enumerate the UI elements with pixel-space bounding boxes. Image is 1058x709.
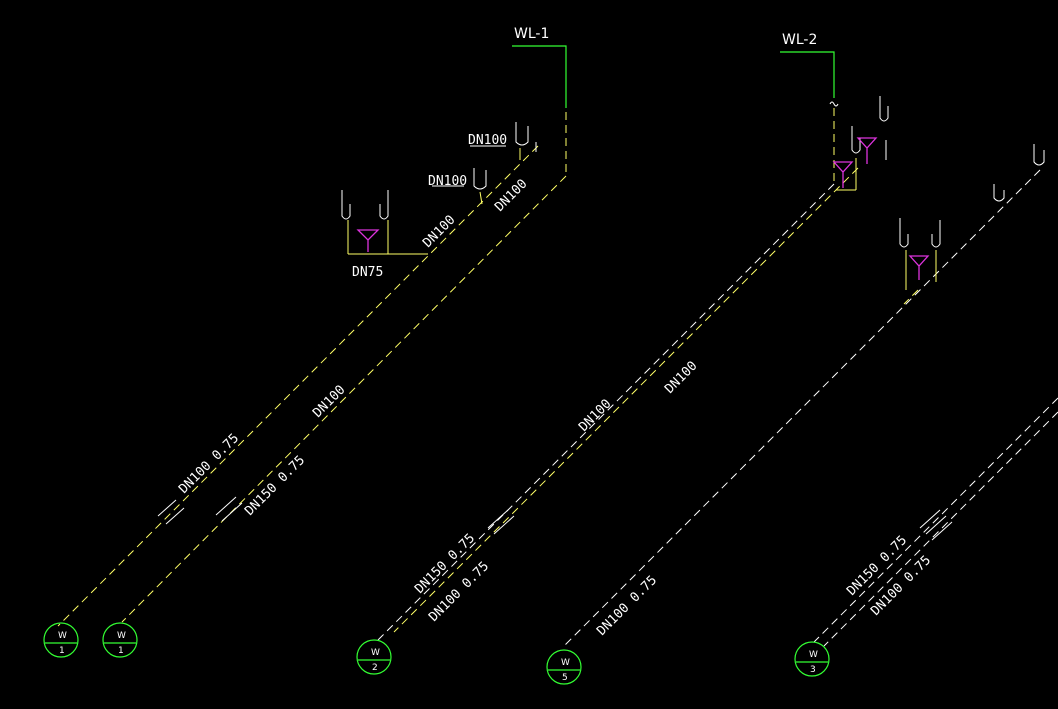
floor-drain-icon (832, 161, 854, 188)
riser-label-wl1: WL-1 (514, 26, 549, 42)
trap-icon (379, 190, 389, 220)
label-main-2-slope: DN150 0.75 (242, 453, 308, 519)
trap-icon (851, 126, 861, 154)
label-main-1: DN100 (310, 383, 348, 421)
outlet-w2: W 2 (356, 639, 392, 675)
outlet-w1b: W 1 (102, 622, 138, 658)
pipe-run-wl1 (57, 145, 567, 627)
outlet-letter: W (371, 648, 380, 658)
trap-icon (993, 184, 1005, 202)
outlet-number: 3 (810, 665, 816, 675)
label-dn100-diag2: DN100 (492, 177, 530, 215)
trap-icon (515, 122, 529, 146)
pipe-run-far-right (813, 397, 1058, 647)
label-mid-2: DN100 (662, 359, 700, 397)
outlet-number: 2 (372, 663, 378, 673)
trap-icon (341, 190, 351, 220)
trap-icon (879, 96, 889, 122)
outlet-letter: W (561, 658, 570, 668)
trap-icon (931, 220, 941, 248)
riser-label-wl2: WL-2 (782, 32, 817, 48)
fixtures-wl2 (832, 96, 1045, 290)
floor-drain-icon (356, 229, 380, 252)
pipe-run-wl2 (377, 167, 1041, 649)
outlet-letter: W (58, 631, 67, 641)
riser-wl1: WL-1 (512, 26, 567, 176)
floor-drain-icon (908, 255, 930, 280)
label-mid-1: DN100 (576, 397, 614, 435)
fixtures-wl1 (341, 122, 537, 255)
outlet-number: 1 (59, 646, 65, 656)
trap-icon (1033, 144, 1045, 166)
outlet-letter: W (117, 631, 126, 641)
label-dn75: DN75 (352, 265, 383, 280)
outlet-number: 5 (562, 673, 568, 683)
riser-wl2: WL-2 (780, 32, 839, 182)
outlet-w1a: W 1 (43, 622, 79, 658)
outlet-letter: W (809, 650, 818, 660)
outlet-number: 1 (118, 646, 124, 656)
label-dn100-top1: DN100 (468, 133, 507, 148)
label-dn100-top2: DN100 (428, 174, 467, 189)
floor-drain-icon (856, 137, 878, 164)
trap-icon (899, 218, 909, 248)
label-main-1-slope: DN100 0.75 (176, 431, 242, 497)
trap-icon (473, 168, 487, 190)
outlet-w3: W 3 (794, 641, 830, 677)
outlet-w5: W 5 (546, 649, 582, 685)
